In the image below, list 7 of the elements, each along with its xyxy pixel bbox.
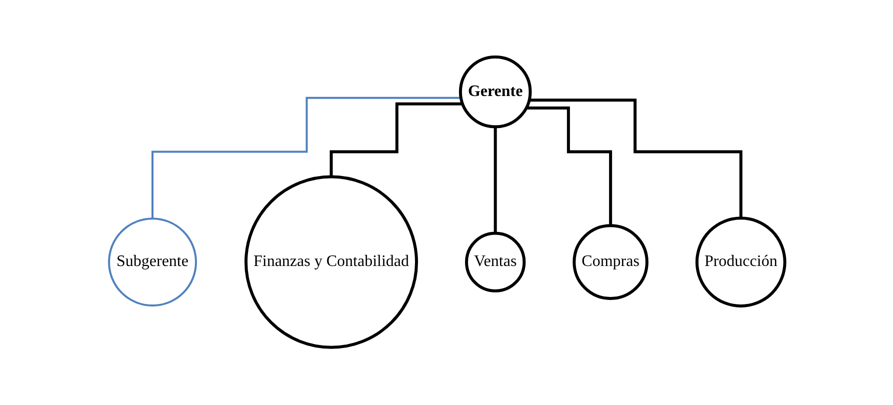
node-circle: Gerente xyxy=(458,56,532,129)
node-circle: Finanzas y Contabilidad xyxy=(244,176,418,350)
connector xyxy=(151,97,461,220)
node-circle: Producción xyxy=(695,216,786,308)
node-circle: Subgerente xyxy=(108,218,197,307)
node-circle: Ventas xyxy=(464,232,526,293)
node-circle: Compras xyxy=(572,224,648,300)
